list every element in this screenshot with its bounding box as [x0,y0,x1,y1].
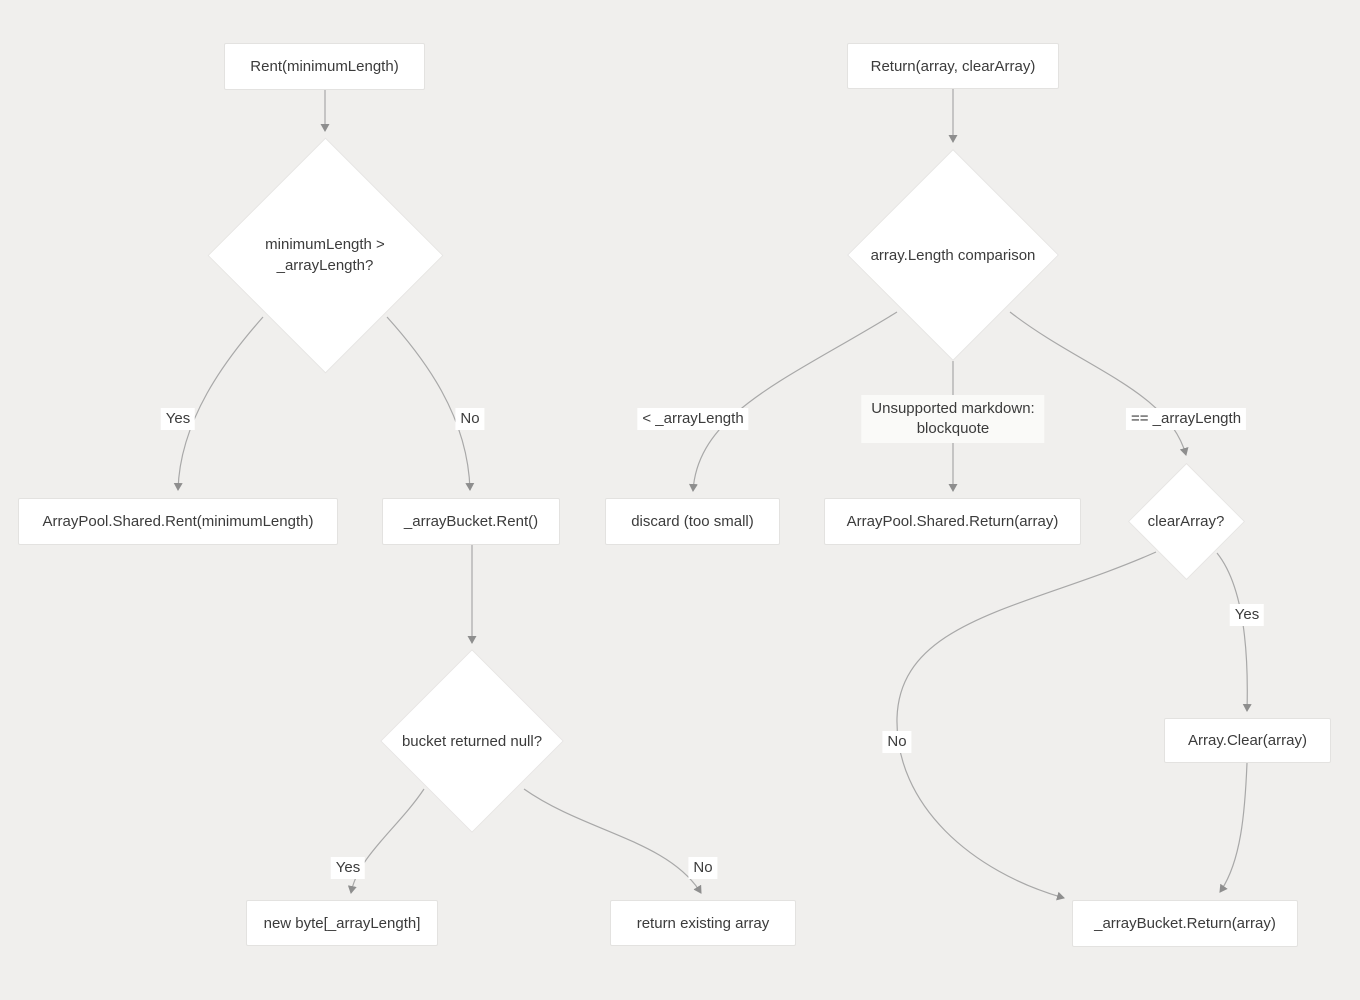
diamond-clear-decision-label: clearArray? [1147,512,1225,530]
node-new-byte-label: new byte[_arrayLength] [263,914,421,932]
edge-len-equal [1009,311,1189,456]
edge-label-bucket-no: No [688,857,718,879]
edge-clear-to-bucketreturn [1219,762,1248,893]
node-rent-entry: Rent(minimumLength) [224,43,425,90]
edge-clear-yes [1216,552,1252,712]
node-bucket-return-label: _arrayBucket.Return(array) [1094,915,1276,932]
node-return-entry-label: Return(array, clearArray) [870,57,1036,75]
node-bucket-return: _arrayBucket.Return(array) [1072,900,1298,947]
node-discard: discard (too small) [605,498,780,545]
edge-label-bucket-yes: Yes [330,857,366,879]
node-return-existing-label: return existing array [636,914,770,932]
edge-len-less [688,311,898,492]
node-discard-label: discard (too small) [631,513,754,530]
node-return-entry: Return(array, clearArray) [847,43,1059,89]
node-arraypool-rent: ArrayPool.Shared.Rent(minimumLength) [18,498,338,545]
node-arraypool-return-label: ArrayPool.Shared.Return(array) [846,513,1059,530]
node-arraypool-return: ArrayPool.Shared.Return(array) [824,498,1081,545]
edge-rent-yes [173,316,264,491]
node-return-existing: return existing array [610,900,796,946]
edge-label-rent-yes: Yes [160,408,196,430]
edge-label-clear-no: No [882,731,912,753]
edge-clear-no [896,551,1157,901]
edge-label-len-equal: == _arrayLength [1125,408,1247,430]
edge-label-len-note: Unsupported markdown: blockquote [861,395,1045,443]
edge-label-clear-yes: Yes [1229,604,1265,626]
node-arraypool-rent-label: ArrayPool.Shared.Rent(minimumLength) [42,513,314,530]
node-bucket-rent: _arrayBucket.Rent() [382,498,560,545]
node-bucket-rent-label: _arrayBucket.Rent() [403,513,539,530]
diamond-rent-decision-label: minimumLength > _arrayLength? [265,236,385,274]
edge-label-len-less: < _arrayLength [637,408,749,430]
node-rent-entry-label: Rent(minimumLength) [250,58,399,75]
diamond-bucket-null-decision-label: bucket returned null? [401,732,543,750]
node-array-clear-label: Array.Clear(array) [1188,732,1307,749]
node-new-byte: new byte[_arrayLength] [246,900,438,946]
edge-rent-no [386,316,475,491]
edge-bucket-no [523,788,702,894]
edge-label-rent-no: No [455,408,485,430]
node-array-clear: Array.Clear(array) [1164,718,1331,763]
edge-bucket-yes [347,788,425,894]
diamond-length-decision-label: array.Length comparison [870,246,1036,264]
